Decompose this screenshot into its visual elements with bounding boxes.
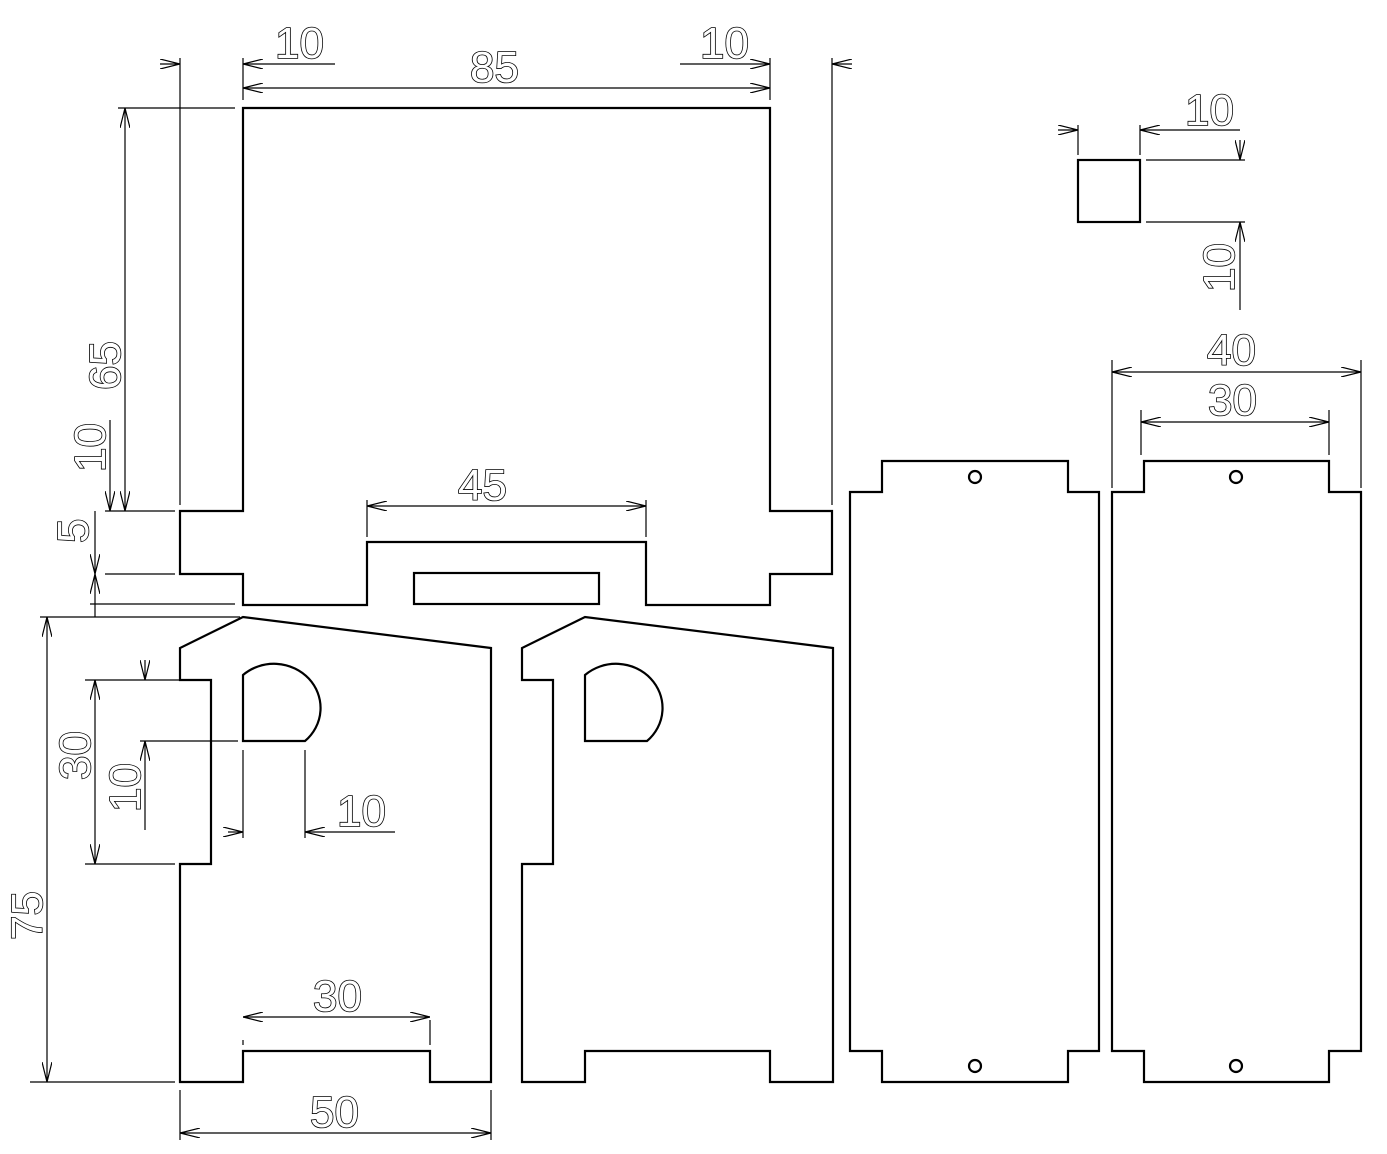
dim-label: 30 <box>1208 376 1257 425</box>
extension-lines <box>30 58 1362 1140</box>
screw-hole <box>967 469 983 485</box>
dim-label: 10 <box>337 787 386 836</box>
side-piece-right <box>520 615 835 1084</box>
entrance-hole-right <box>583 662 664 743</box>
dim-label: 30 <box>313 972 362 1021</box>
dim-label: 65 <box>81 341 130 390</box>
dimension-lines <box>47 64 1361 1133</box>
dim-label: 10 <box>1185 86 1234 135</box>
screw-hole <box>967 1058 983 1074</box>
dim-label: 10 <box>101 763 150 812</box>
dim-label: 10 <box>66 423 115 472</box>
side-piece-left <box>178 615 493 1084</box>
entrance-hole-left <box>241 662 322 743</box>
dim-label: 45 <box>458 461 507 510</box>
roof-panel-2 <box>1110 459 1363 1084</box>
dim-label: 10 <box>275 19 324 68</box>
dim-label: 5 <box>49 519 98 543</box>
small-block <box>1076 158 1142 224</box>
base-piece <box>178 106 834 607</box>
dim-label: 10 <box>1195 243 1244 292</box>
dim-label: 40 <box>1207 326 1256 375</box>
dim-label: 10 <box>700 19 749 68</box>
dim-label: 85 <box>470 43 519 92</box>
roof-panel-1 <box>848 459 1101 1084</box>
dim-label: 30 <box>51 731 100 780</box>
dim-label: 50 <box>310 1088 359 1137</box>
slot-piece <box>412 571 601 606</box>
dim-label: 75 <box>3 891 52 940</box>
screw-hole <box>1228 1058 1244 1074</box>
screw-hole <box>1228 469 1244 485</box>
